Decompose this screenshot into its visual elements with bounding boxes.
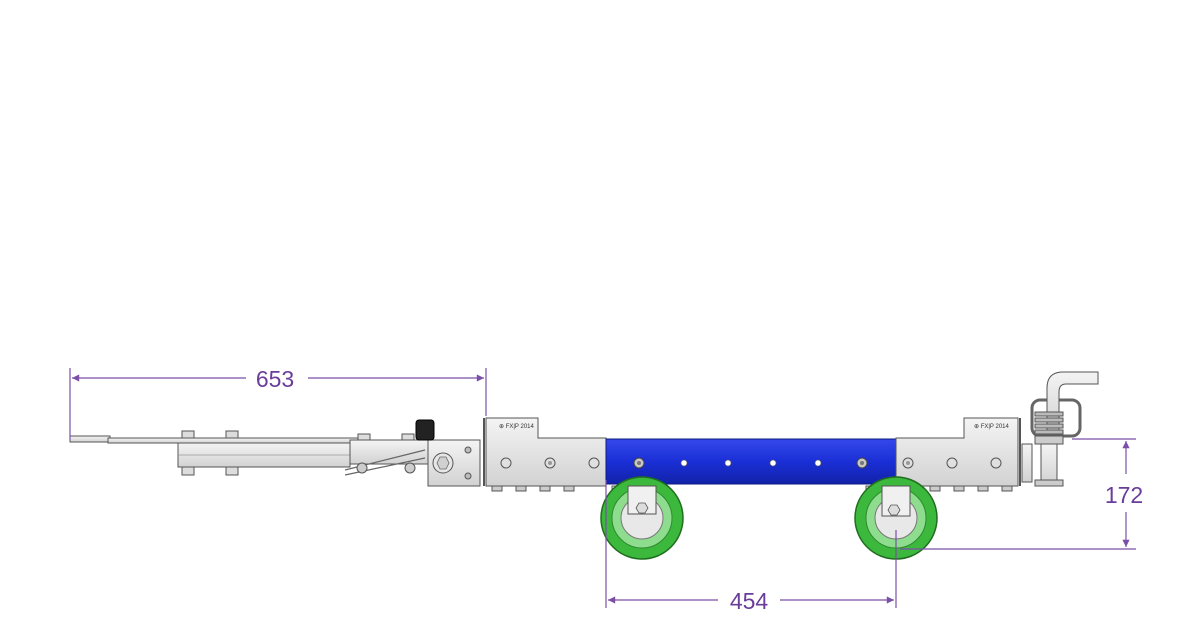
dimension-tow-bar-length: 653 <box>69 366 487 440</box>
rear-hitch <box>1021 371 1099 487</box>
bracket-label-right: ⊕ FX|P 2014 <box>974 424 1009 430</box>
dimension-wheel-base: 454 <box>605 480 897 614</box>
dimension-height: 172 <box>900 438 1143 550</box>
caster-wheel-left <box>600 476 684 560</box>
left-end-bracket: ⊕ FX|P 2014 <box>485 417 607 492</box>
right-end-bracket: ⊕ FX|P 2014 <box>895 417 1021 492</box>
blue-frame-beam <box>605 438 897 485</box>
dimension-label-454: 454 <box>730 588 769 614</box>
tow-bar <box>69 418 485 487</box>
dimension-label-172: 172 <box>1105 482 1143 508</box>
dimension-label-653: 653 <box>256 366 294 392</box>
bracket-label-left: ⊕ FX|P 2014 <box>499 424 534 430</box>
caster-wheel-right <box>854 476 938 560</box>
